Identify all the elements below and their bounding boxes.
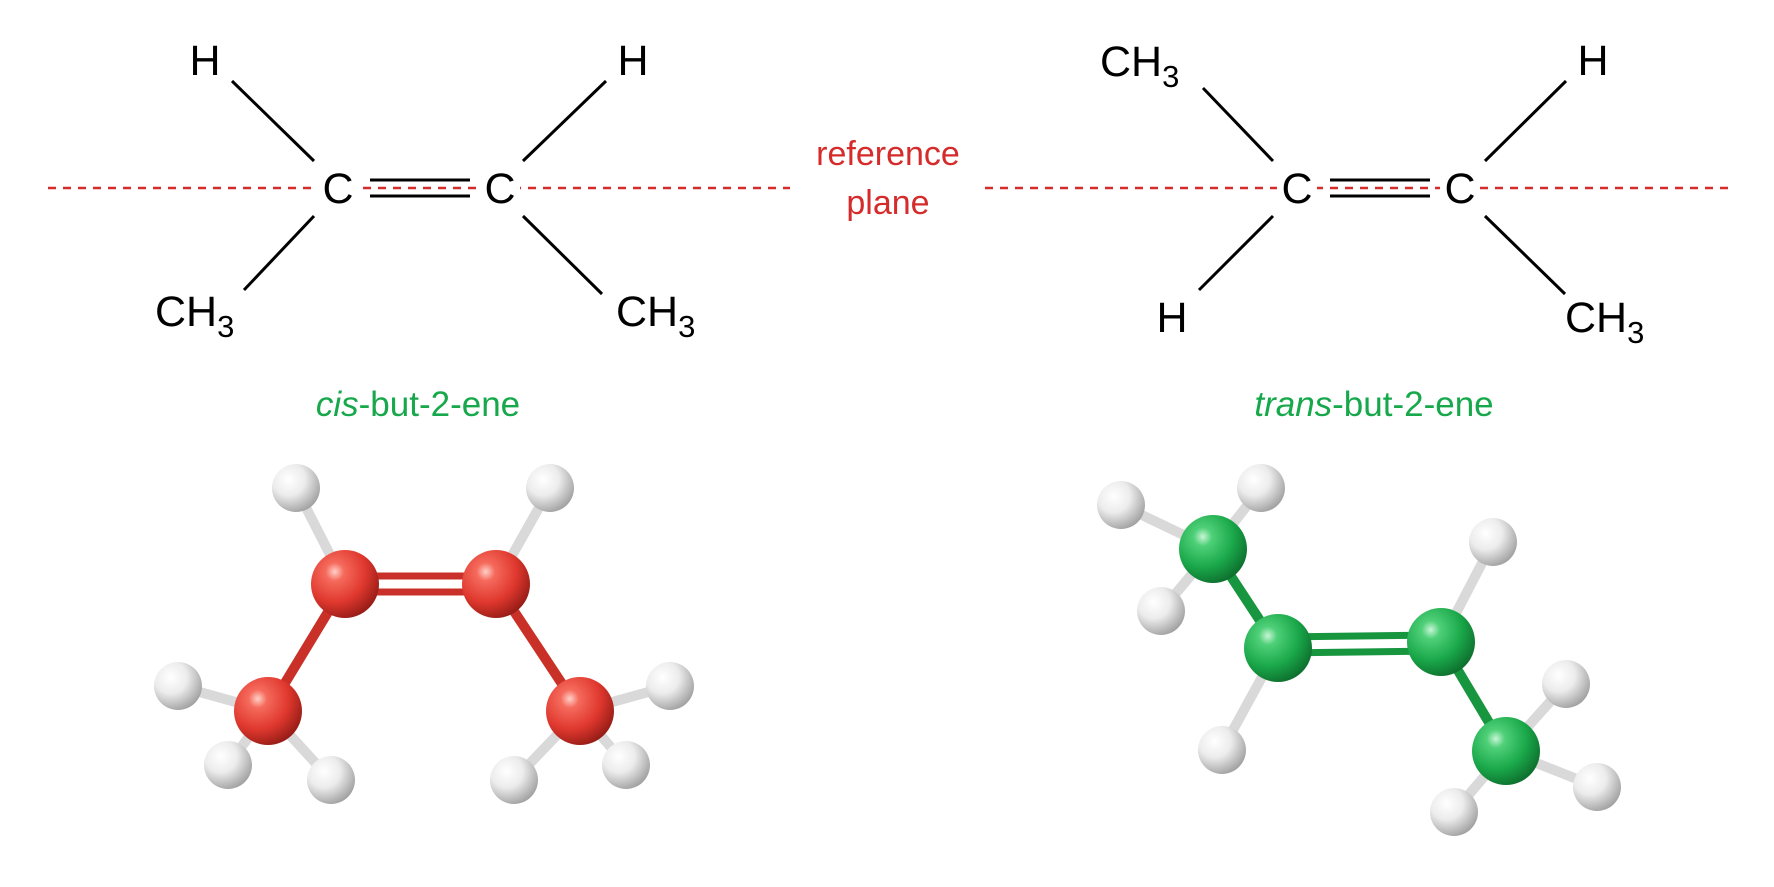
reference-plane-label-line1: reference — [816, 135, 960, 173]
trans-isomer-name: trans-but-2-ene — [1254, 385, 1493, 424]
trans-ball-and-stick-model — [1097, 464, 1621, 836]
cis-structural-formula: H H C C CH3 CH3 — [155, 37, 695, 344]
cis-atom-h-top-left: H — [189, 37, 220, 85]
trans-bond-h-top-right — [1483, 79, 1568, 163]
cis-ball-and-stick-model — [154, 464, 694, 804]
trans-bond-h-bottom-left — [1197, 214, 1275, 292]
trans-atom-ch3-bottom-right: CH3 — [1565, 294, 1644, 350]
cis-isomer-name: cis-but-2-ene — [316, 385, 520, 424]
trans-atom-h-bottom-left: H — [1156, 294, 1187, 342]
cis-bond-ch3-bottom-right — [521, 214, 604, 296]
cis-atom-c-right: C — [484, 165, 515, 213]
trans-structural-formula: CH3 H C C H CH3 — [1100, 37, 1644, 350]
cis-atom-c-left: C — [322, 165, 353, 213]
cis-bond-h-top-right — [521, 79, 608, 163]
cis-bond-ch3-bottom-left — [242, 214, 316, 292]
trans-atom-ch3-top-left: CH3 — [1100, 38, 1179, 94]
cis-atom-ch3-bottom-right: CH3 — [616, 288, 695, 344]
trans-atom-h-top-right: H — [1577, 37, 1608, 85]
trans-atom-c-right: C — [1444, 165, 1475, 213]
trans-bond-ch3-top-left — [1201, 86, 1275, 163]
cis-bond-h-top-left — [230, 79, 316, 163]
trans-bond-ch3-bottom-right — [1483, 214, 1567, 296]
trans-atom-c-left: C — [1281, 165, 1312, 213]
cis-atom-h-top-right: H — [617, 37, 648, 85]
reference-plane-label-line2: plane — [846, 184, 929, 222]
cis-atom-ch3-bottom-left: CH3 — [155, 288, 234, 344]
